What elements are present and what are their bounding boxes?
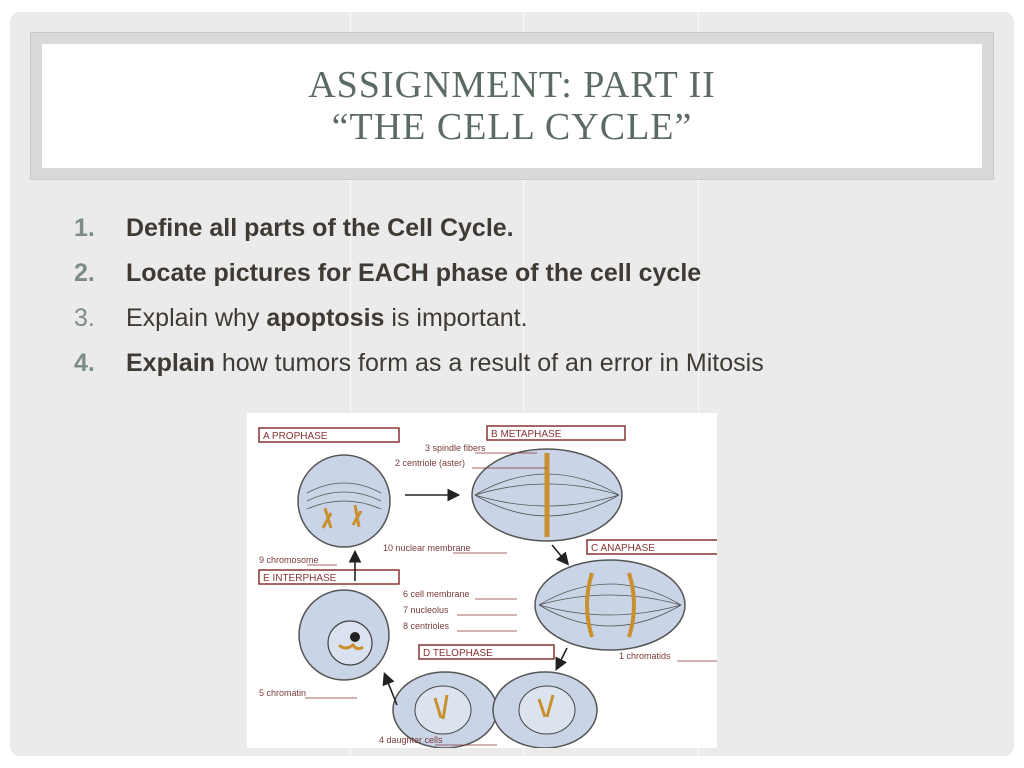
- chromatin-label: 5 chromatin: [259, 688, 306, 698]
- list-item: 4. Explain how tumors form as a result o…: [74, 345, 954, 381]
- interphase-cell: [298, 589, 390, 681]
- centriole-label: 2 centriole (aster): [395, 458, 465, 468]
- anaphase-cell: [534, 559, 686, 651]
- cell-cycle-svg: A PROPHASE B METAPHASE C ANAPHASE E INTE…: [258, 425, 723, 749]
- telophase-label-box: D TELOPHASE: [418, 644, 555, 660]
- item-number: 4.: [74, 349, 95, 377]
- item-text: Explain how tumors form as a result of a…: [126, 345, 764, 381]
- prophase-label-box: A PROPHASE: [258, 427, 400, 443]
- metaphase-label: B METAPHASE: [491, 429, 562, 440]
- item-text-bold: apoptosis: [266, 304, 385, 332]
- metaphase-cell: [471, 448, 623, 542]
- title-frame: ASSIGNMENT: PART II “THE CELL CYCLE”: [30, 32, 994, 180]
- list-item: 2. Locate pictures for EACH phase of the…: [74, 255, 954, 291]
- item-text-pre: Explain why: [126, 304, 267, 332]
- telophase-cells: [392, 671, 598, 749]
- centrioles-label: 8 centrioles: [403, 621, 450, 631]
- cell-cycle-diagram: A PROPHASE B METAPHASE C ANAPHASE E INTE…: [247, 413, 723, 749]
- item-text-post: how tumors form as a result of an error …: [214, 349, 764, 377]
- flow-arrows: [348, 488, 570, 706]
- item-text: Explain why apoptosis is important.: [126, 300, 528, 336]
- metaphase-label-box: B METAPHASE: [486, 425, 626, 441]
- anaphase-label-box: C ANAPHASE: [586, 539, 723, 555]
- spindle-fibers-label: 3 spindle fibers: [425, 443, 486, 453]
- prophase-label: A PROPHASE: [263, 431, 328, 442]
- interphase-label-box: E INTERPHASE: [258, 569, 400, 585]
- title-line-1: ASSIGNMENT: PART II: [308, 64, 716, 106]
- leader-lines: [305, 452, 717, 746]
- interphase-label: E INTERPHASE: [263, 573, 337, 584]
- item-number: 2.: [74, 259, 95, 287]
- background-stripe: [698, 12, 699, 756]
- list-item: 3. Explain why apoptosis is important.: [74, 300, 954, 336]
- item-number: 3.: [74, 304, 95, 332]
- item-text-bold: Explain: [126, 349, 215, 377]
- slide: ASSIGNMENT: PART II “THE CELL CYCLE” 1. …: [10, 12, 1014, 756]
- anaphase-label: C ANAPHASE: [591, 543, 655, 554]
- chromosome-label: 9 chromosome: [259, 555, 319, 565]
- list-item: 1. Define all parts of the Cell Cycle.: [74, 210, 954, 246]
- title-line-2: “THE CELL CYCLE”: [331, 106, 693, 148]
- item-number: 1.: [74, 214, 95, 242]
- title-panel: ASSIGNMENT: PART II “THE CELL CYCLE”: [42, 44, 982, 168]
- daughter-cells-label: 4 daughter cells: [379, 735, 443, 745]
- background-stripe: [350, 12, 351, 756]
- prophase-cell: [297, 454, 391, 548]
- nucleolus-label: 7 nucleolus: [403, 605, 449, 615]
- item-text: Locate pictures for EACH phase of the ce…: [126, 259, 702, 287]
- telophase-label: D TELOPHASE: [423, 648, 493, 659]
- background-stripe: [523, 12, 524, 756]
- part-labels: 3 spindle fibers 2 centriole (aster) 10 …: [259, 443, 671, 745]
- cell-membrane-label: 6 cell membrane: [403, 589, 470, 599]
- item-text: Define all parts of the Cell Cycle.: [126, 214, 514, 242]
- chromatids-label: 1 chromatids: [619, 651, 671, 661]
- nuclear-membrane-label: 10 nuclear membrane: [383, 543, 471, 553]
- assignment-list: 1. Define all parts of the Cell Cycle. 2…: [74, 210, 954, 390]
- item-text-post: is important.: [384, 304, 528, 332]
